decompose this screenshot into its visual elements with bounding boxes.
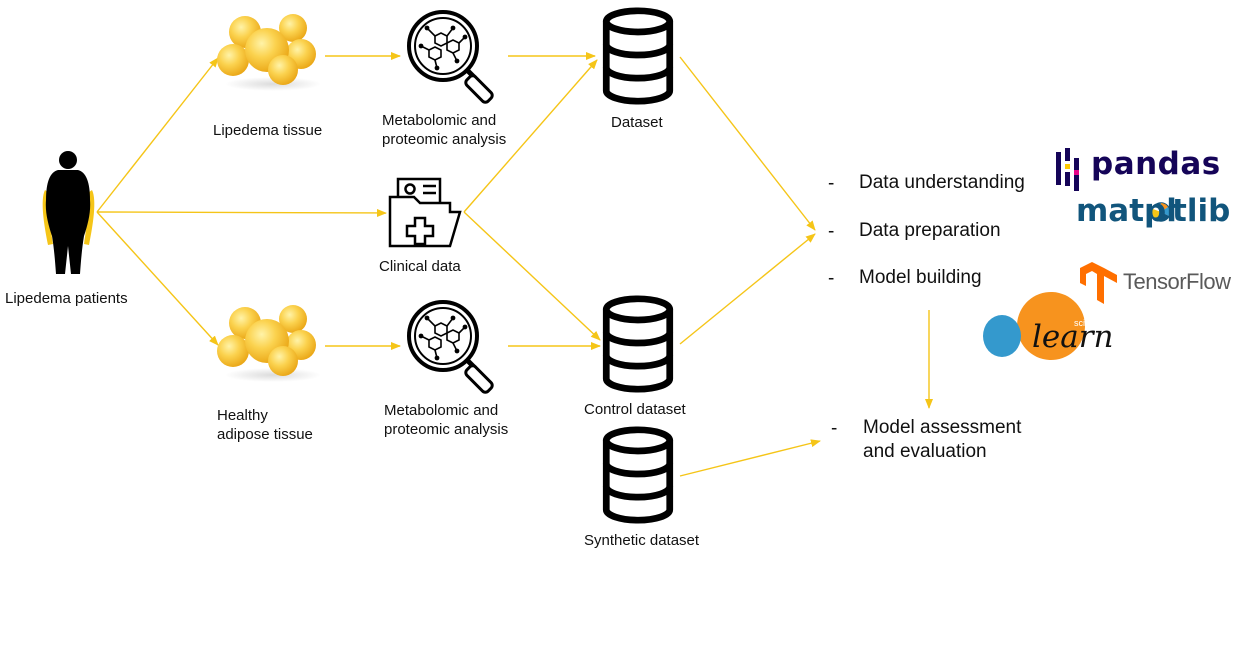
matplotlib-logo-text-b: tlib [1172,193,1231,229]
synthetic-dataset-label: Synthetic dataset [584,532,700,549]
silhouette-icon [42,151,95,274]
step-bullet: - [828,221,835,242]
magnifier-molecule-icon [409,302,494,394]
patients-label: Lipedema patients [5,290,128,307]
pandas-logo-text: pandas [1091,146,1221,182]
matplotlib-logo-icon [1151,202,1171,222]
arrow-patients-to-healthy [96,211,219,346]
analysis-top-label-line2: proteomic analysis [382,131,507,148]
step-model-building: Model building [859,267,982,288]
dataset-label: Dataset [611,114,663,131]
arrow-synthetic-to-assessment [679,439,821,477]
magnifier-molecule-icon [409,12,494,104]
tensorflow-logo-icon [1080,262,1117,304]
step-bullet: - [828,173,835,194]
step-bullet: - [831,418,838,439]
arrow-clinical-to-control [463,211,601,341]
tensorflow-logo-text: TensorFlow [1123,269,1231,294]
arrow-patients-to-clinical [96,208,387,217]
matplotlib-logo-text-a: matpl [1076,193,1177,229]
pandas-logo-icon [1056,148,1079,191]
control-dataset-label: Control dataset [584,401,686,418]
lipedema-tissue-label: Lipedema tissue [213,122,323,139]
medical-folder-icon [388,177,462,248]
step-model-assessment-line2: and evaluation [863,441,987,462]
database-icon [606,430,669,520]
fat-cells-icon [217,305,321,382]
sklearn-logo-small-text: scikit [1074,318,1094,328]
healthy-tissue-label-line1: Healthy [217,407,268,424]
step-data-understanding: Data understanding [859,172,1025,193]
database-icon [606,299,669,389]
clinical-data-label: Clinical data [379,258,461,275]
step-model-assessment-line1: Model assessment [863,417,1022,438]
analysis-bottom-label-line1: Metabolomic and [384,402,499,419]
step-bullet: - [828,268,835,289]
arrow-control-to-steps [679,233,816,345]
analysis-top-label-line1: Metabolomic and [382,112,497,129]
sklearn-logo-text: learn [1032,319,1114,355]
fat-cells-icon [217,14,321,91]
arrow-patients-to-lipedema [96,57,219,213]
database-icon [606,11,669,101]
arrow-dataset-to-steps [679,56,816,231]
analysis-bottom-label-line2: proteomic analysis [384,421,509,438]
step-data-preparation: Data preparation [859,220,1001,241]
arrow-clinical-to-dataset [463,59,598,213]
sklearn-logo-icon [983,292,1085,360]
healthy-tissue-label-line2: adipose tissue [217,426,313,443]
